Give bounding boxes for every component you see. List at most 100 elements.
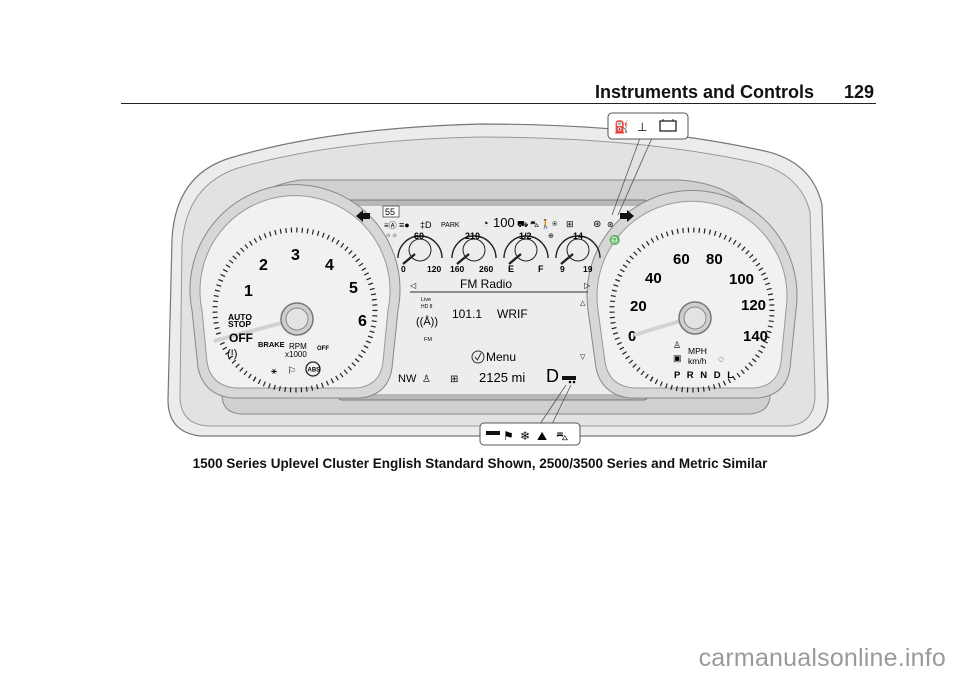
car-icon: ⛍ (530, 219, 539, 229)
antenna-icon: ((Å)) (416, 315, 438, 328)
airbag-icon: ⚹ (271, 366, 277, 377)
svg-text:E: E (508, 264, 514, 274)
svg-text:FM Radio: FM Radio (460, 277, 512, 291)
svg-text:120: 120 (741, 297, 766, 314)
svg-text:1/2: 1/2 (519, 231, 532, 241)
center-display (346, 206, 642, 394)
callout-top: ⛽ ⊥ (607, 112, 689, 216)
svg-text:OFF: OFF (317, 346, 329, 352)
battery-icon (659, 120, 677, 132)
svg-text:100: 100 (729, 271, 754, 288)
svg-text:OFF: OFF (229, 331, 253, 345)
coolant-temperature-icon: ⊥ (637, 120, 647, 134)
speedometer: 0 20 40 60 80 100 120 140 MPH km/h P R N… (586, 190, 798, 399)
tach-label-4: 4 (325, 257, 334, 274)
traction-icon: ⚐ (287, 366, 296, 377)
svg-text:9: 9 (560, 264, 565, 274)
svg-text:x1000: x1000 (285, 350, 307, 359)
svg-text:20: 20 (630, 298, 647, 315)
scroll-down-icon: ▽ (580, 354, 586, 361)
door-ajar-icon: ⊞ (566, 219, 574, 229)
security-icon: ▣ (673, 353, 682, 363)
tow-haul-icon (562, 376, 576, 380)
svg-text:BRAKE: BRAKE (258, 340, 285, 349)
svg-text:FM: FM (424, 337, 432, 343)
svg-text:40: 40 (645, 270, 662, 287)
right-turn-signal-icon (620, 210, 634, 222)
prev-arrow-icon: ◁ (410, 281, 417, 290)
tach-label-3: 3 (291, 247, 300, 264)
auto-high-beam-icon: ≡Ⓐ (384, 221, 397, 230)
svg-text:19: 19 (583, 264, 593, 274)
svg-text:STOP: STOP (228, 319, 251, 329)
svg-text:RPM: RPM (289, 342, 307, 351)
cruise-icon: ◔ (482, 218, 489, 230)
parking-lamps-icon: ☼☼ (385, 232, 398, 239)
tach-label-2: 2 (259, 257, 268, 274)
svg-text:D: D (546, 366, 559, 386)
svg-text:210: 210 (465, 231, 480, 241)
svg-text:14: 14 (573, 231, 583, 241)
off-road-icon: ⛰ (537, 429, 547, 443)
svg-text:AUTO: AUTO (228, 312, 252, 322)
svg-text:80: 80 (706, 251, 723, 268)
next-arrow-icon: ▷ (584, 281, 591, 290)
svg-text:0: 0 (401, 264, 406, 274)
mini-gauge-oil: 60 0 120 (397, 231, 443, 274)
fog-lamp-icon: ‡D (420, 220, 432, 230)
svg-text:60: 60 (414, 231, 424, 241)
section-title: Instruments and Controls (594, 82, 814, 102)
check-engine-icon: ◌ (718, 354, 724, 365)
terrain-icon: ⛍ (556, 429, 568, 443)
mini-gauge-voltage: 14 9 19 (555, 231, 601, 274)
tach-label-5: 5 (349, 280, 358, 297)
svg-text:160: 160 (450, 264, 464, 274)
trailer-icon (486, 431, 500, 435)
auto-4wd-icon: ⊛ (607, 220, 614, 229)
menu-check-icon (471, 350, 485, 364)
hill-descent-icon: ♎ (609, 234, 620, 245)
vehicle-ahead-icon: ⛟ (517, 219, 528, 229)
svg-text:101.1: 101.1 (452, 307, 482, 321)
callout-bottom: ⚑ ❄ ⛰ ⛍ (479, 384, 581, 446)
left-turn-signal-icon (356, 210, 370, 222)
svg-text:P R N D L: P R N D L (674, 370, 735, 381)
svg-text:NW: NW (398, 373, 417, 385)
page-number: 129 (843, 82, 874, 102)
page-header: Instruments and Controls 129 (121, 80, 876, 104)
mini-gauge-coolant: 210 160 260 (450, 231, 497, 274)
svg-text:55: 55 (385, 207, 395, 217)
scroll-up-icon: △ (580, 300, 586, 307)
tachometer: 1 2 3 4 5 6 AUTO STOP OFF BRAKE RPM x100… (189, 184, 401, 399)
svg-text:WRIF: WRIF (497, 307, 528, 321)
svg-text:km/h: km/h (688, 356, 707, 366)
svg-text:Live: Live (421, 297, 431, 303)
sport-flag-icon: ⚑ (503, 429, 514, 443)
seatbelt-reminder-icon: ♙ (422, 374, 431, 385)
watermark: carmanualsonline.info (698, 644, 946, 672)
svg-text:Menu: Menu (486, 350, 516, 364)
stabilitrak-icon: ⊕ (548, 233, 554, 240)
center-display-content: 55 ≡Ⓐ ≡● ‡D ☼☼ PARK ◔ 100 ⛟ ⛍ 🚶 ⍟ ⊞ ⊛ ⊛ … (356, 205, 634, 386)
svg-text:260: 260 (479, 264, 493, 274)
tach-needle (213, 318, 294, 343)
mini-gauge-fuel: 1/2 E F (503, 231, 549, 274)
instrument-cluster-illustration: 1 2 3 4 5 6 AUTO STOP OFF BRAKE RPM x100… (167, 112, 829, 446)
tach-label-1: 1 (244, 283, 253, 300)
four-wheel-drive-icon: ⊛ (593, 219, 601, 230)
abs-icon (305, 361, 321, 377)
pedestrian-icon: 🚶 (540, 218, 551, 229)
svg-text:100: 100 (493, 215, 515, 230)
tach-label-6: 6 (358, 313, 367, 330)
svg-text:0: 0 (628, 328, 636, 345)
snow-icon: ❄ (520, 429, 530, 443)
svg-text:PARK: PARK (441, 222, 460, 229)
svg-text:F: F (538, 264, 544, 274)
svg-text:(!): (!) (227, 348, 237, 360)
svg-text:140: 140 (743, 328, 768, 345)
lane-keep-icon: ⍟ (552, 219, 558, 229)
speed-limit-sign (382, 205, 400, 218)
oil-pressure-icon: ⛽ (614, 120, 629, 134)
headlamp-icon: ≡● (399, 220, 410, 230)
svg-text:60: 60 (673, 251, 690, 268)
